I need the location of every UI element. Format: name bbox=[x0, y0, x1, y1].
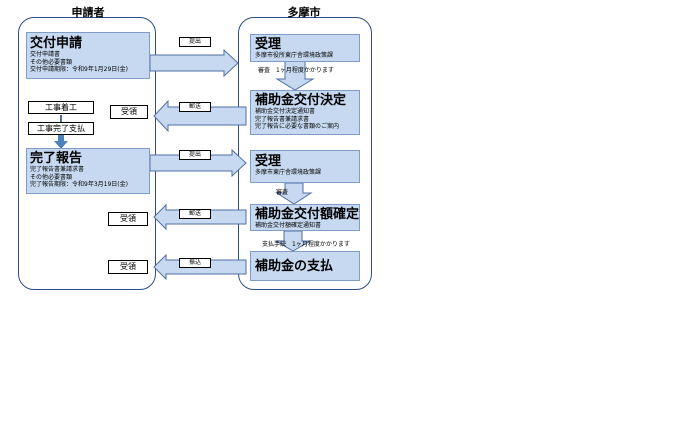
report-line: 完了報告期限：令和9年3月19日(金) bbox=[30, 181, 128, 188]
finish-work-box: 工事完了支払 bbox=[28, 122, 94, 135]
start-work-box: 工事着工 bbox=[28, 101, 94, 114]
confirm-line: 補助金交付額確定通知書 bbox=[255, 222, 322, 229]
submit2-tag: 提出 bbox=[179, 150, 211, 160]
submit2-arrow bbox=[149, 148, 247, 178]
accept2-title: 受理 bbox=[255, 154, 282, 169]
accept1-title: 受理 bbox=[255, 37, 282, 52]
decision-line: 補助金交付決定通知書 bbox=[255, 108, 316, 115]
report-line: 完了報告書兼請求書 bbox=[30, 166, 85, 173]
applicant-column-title: 申請者 bbox=[71, 6, 105, 19]
decision-line: 完了報告に必要な書類のご案内 bbox=[255, 123, 340, 130]
payment-title: 補助金の支払 bbox=[255, 259, 334, 274]
confirm-panel: 補助金交付額確定 補助金交付額確定通知書 bbox=[250, 204, 360, 231]
report-line: その他必要書類 bbox=[30, 173, 73, 181]
report-panel: 完了報告 完了報告書兼請求書 その他必要書類 完了報告期限：令和9年3月19日(… bbox=[26, 148, 150, 194]
transfer-tag: 振込 bbox=[179, 258, 211, 268]
apply-line: その他必要書類 bbox=[30, 58, 73, 66]
payment-note: 支払手続 1ヶ月程度かかります bbox=[262, 241, 350, 248]
receive2-box: 受領 bbox=[108, 212, 148, 226]
finish-to-report-arrow bbox=[54, 134, 68, 149]
review2-note: 審査 bbox=[276, 189, 289, 196]
mail1-arrow bbox=[153, 99, 247, 133]
submit1-arrow bbox=[149, 48, 239, 78]
city-column-title: 多摩市 bbox=[287, 6, 321, 19]
receive1-box: 受領 bbox=[110, 105, 148, 119]
apply-panel: 交付申請 交付申請書 その他必要書類 交付申請期限：令和9年1月29日(金) bbox=[26, 32, 150, 79]
receive3-box: 受領 bbox=[108, 260, 148, 274]
payment-panel: 補助金の支払 bbox=[250, 251, 360, 281]
payment-down-arrow bbox=[274, 230, 312, 252]
accept2-line: 多摩市東庁舎環境政策課 bbox=[255, 169, 322, 176]
submit1-tag: 提出 bbox=[179, 37, 211, 47]
mail2-tag: 郵送 bbox=[179, 209, 211, 219]
review2-down-arrow bbox=[275, 182, 313, 205]
decision-line: 完了報告書兼請求書 bbox=[255, 115, 310, 123]
decision-panel: 補助金交付決定 補助金交付決定通知書 完了報告書兼請求書 完了報告に必要な書類の… bbox=[250, 90, 360, 135]
apply-line: 交付申請期限：令和9年1月29日(金) bbox=[30, 66, 128, 73]
review1-down-arrow bbox=[275, 60, 315, 91]
apply-title: 交付申請 bbox=[30, 36, 83, 51]
accept1-panel: 受理 多摩市役所東庁舎環境政策課 bbox=[250, 34, 360, 62]
apply-line: 交付申請書 bbox=[30, 51, 61, 58]
confirm-title: 補助金交付額確定 bbox=[255, 207, 360, 222]
mail1-tag: 郵送 bbox=[179, 102, 211, 112]
review1-note: 審査 1ヶ月程度かかります bbox=[258, 67, 334, 74]
accept1-line: 多摩市役所東庁舎環境政策課 bbox=[255, 52, 334, 59]
decision-title: 補助金交付決定 bbox=[255, 93, 347, 108]
report-title: 完了報告 bbox=[30, 151, 83, 166]
accept2-panel: 受理 多摩市東庁舎環境政策課 bbox=[250, 150, 360, 183]
